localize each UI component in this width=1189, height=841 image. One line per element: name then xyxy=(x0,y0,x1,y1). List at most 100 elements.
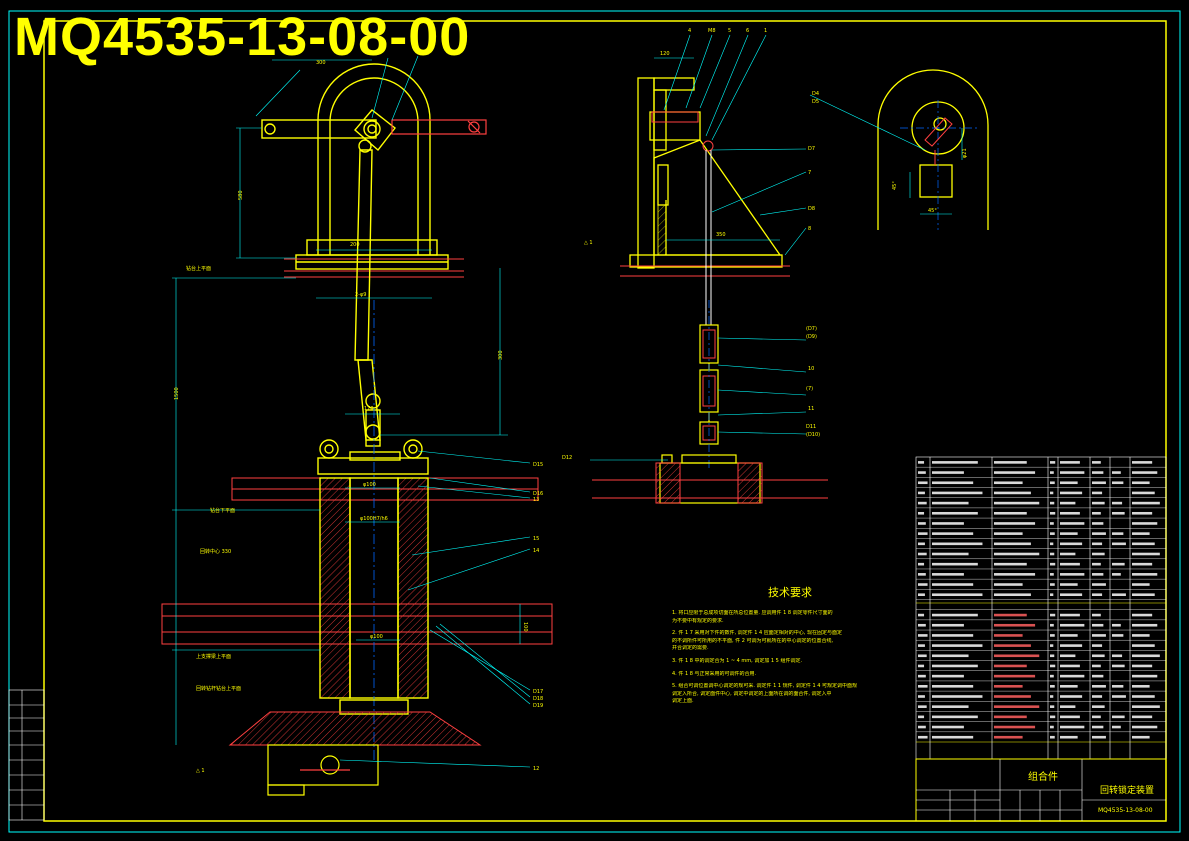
bom-cell-mark xyxy=(1060,674,1085,678)
bom-cell-mark xyxy=(1060,685,1078,688)
bom-cell-mark xyxy=(932,634,974,637)
bom-cell-mark xyxy=(1060,644,1083,647)
bom-cell-mark xyxy=(1050,685,1055,688)
bom-cell-mark xyxy=(918,542,925,546)
svg-text:300: 300 xyxy=(316,60,326,66)
svg-text:2-φ9: 2-φ9 xyxy=(355,292,366,298)
tech-line: 2. 件 1 7 采用对下件的数件, 调定件 1 4 应面定相对的中心, 现在固… xyxy=(672,630,842,637)
bom-cell-mark xyxy=(932,695,983,698)
bom-cell-mark xyxy=(1092,481,1106,485)
bom-cell-mark xyxy=(994,593,1031,597)
svg-text:8: 8 xyxy=(808,226,811,232)
bom-cell-mark xyxy=(994,552,1040,556)
svg-text:45°: 45° xyxy=(892,181,898,190)
bom-cell-mark xyxy=(1112,715,1125,719)
bom-cell-mark xyxy=(1050,725,1054,729)
tech-line: 为不要中有观定的要求. xyxy=(672,617,724,624)
revision-strip xyxy=(8,689,45,821)
bom-cell-mark xyxy=(1060,511,1080,515)
bom-cell-mark xyxy=(1132,685,1150,688)
svg-text:200: 200 xyxy=(350,242,360,248)
bom-cell-mark xyxy=(1060,573,1085,576)
bom-cell-mark xyxy=(918,705,927,708)
bom-cell-mark xyxy=(918,613,925,617)
bom-cell-mark xyxy=(1112,695,1126,698)
svg-text:D19: D19 xyxy=(533,703,543,709)
bom-cell-mark xyxy=(1092,674,1104,678)
bom-cell-mark xyxy=(994,705,1040,708)
svg-text:350: 350 xyxy=(716,232,726,238)
bom-cell-mark xyxy=(918,695,925,698)
bom-cell-mark xyxy=(1112,664,1125,668)
bom-cell-mark xyxy=(994,501,1040,505)
bom-cell-mark xyxy=(1112,471,1121,474)
bom-cell-mark xyxy=(932,715,978,719)
bom-cell-mark xyxy=(1132,623,1158,627)
bom-cell-mark xyxy=(932,735,974,739)
inner-frame xyxy=(43,20,1167,822)
svg-text:钻台上平面: 钻台上平面 xyxy=(186,265,211,272)
bom-cell-mark xyxy=(1092,573,1104,576)
svg-text:D17: D17 xyxy=(533,689,543,695)
bom-cell-mark xyxy=(994,715,1027,719)
bom-cell-mark xyxy=(1092,522,1104,525)
tech-line: 调定上面. xyxy=(672,698,694,705)
bom-cell-mark xyxy=(1060,583,1078,586)
svg-text:11: 11 xyxy=(808,406,814,412)
bom-cell-mark xyxy=(1060,562,1080,566)
bom-cell-mark xyxy=(1050,532,1055,535)
bom-cell-mark xyxy=(1060,471,1085,474)
bom-cell-mark xyxy=(932,573,964,576)
bom-cell-mark xyxy=(1050,623,1054,627)
bom-cell-mark xyxy=(994,725,1036,729)
bom-cell-mark xyxy=(918,715,925,719)
bom-cell-mark xyxy=(932,644,983,647)
bom-cell-mark xyxy=(1060,613,1080,617)
bom-cell-mark xyxy=(918,725,926,729)
bom-cell-mark xyxy=(1132,583,1150,586)
bom-cell-mark xyxy=(1060,623,1085,627)
svg-text:D7: D7 xyxy=(808,146,815,152)
bom-cell-mark xyxy=(1132,542,1155,546)
bom-cell-mark xyxy=(994,583,1023,586)
bom-cell-mark xyxy=(1060,491,1083,495)
bom-cell-mark xyxy=(1092,664,1101,668)
bom-cell-mark xyxy=(1092,654,1105,658)
bom-cell-mark xyxy=(1050,634,1055,637)
bom-cell-mark xyxy=(994,542,1031,546)
bom-cell-mark xyxy=(1112,623,1121,627)
bom-cell-mark xyxy=(1132,573,1158,576)
detail-view: 45° 45° φ21 xyxy=(809,69,989,230)
bom-cell-mark xyxy=(1132,593,1155,597)
bom-cell-mark xyxy=(932,461,978,464)
svg-text:4: 4 xyxy=(688,28,691,34)
svg-text:D12: D12 xyxy=(562,455,572,461)
bom-cell-mark xyxy=(1092,552,1105,556)
bom-cell-mark xyxy=(932,705,969,708)
bom-cell-mark xyxy=(932,674,964,678)
bom-cell-mark xyxy=(932,664,978,668)
svg-text:15: 15 xyxy=(533,536,539,542)
bom-cell-mark xyxy=(1092,593,1103,597)
bom-cell-mark xyxy=(1092,471,1104,474)
bom-cell-mark xyxy=(1060,542,1083,546)
bom-cell-mark xyxy=(1050,664,1056,668)
bom-cell-mark xyxy=(918,522,926,525)
bom-cell-mark xyxy=(994,735,1023,739)
svg-text:170: 170 xyxy=(364,406,374,412)
title-block-assembly-name: 回转锁定装置 xyxy=(1100,786,1155,796)
svg-text:300: 300 xyxy=(498,350,504,360)
bom-cell-mark xyxy=(994,471,1036,474)
bom-cell-mark xyxy=(932,725,964,729)
bom-cell-mark xyxy=(918,552,927,556)
svg-text:14: 14 xyxy=(533,548,539,554)
tech-requirements: 技术要求 1. 将口应限于总成项切面在所总位置量. 应调用件 1 8 调定零件尺… xyxy=(672,584,890,706)
bom-cell-mark xyxy=(918,583,928,586)
bom-cell-mark xyxy=(1132,674,1158,678)
bom-cell-mark xyxy=(918,461,925,464)
tech-line: 4. 件 1 8 与正常采用的可调件的合用. xyxy=(672,670,757,677)
svg-text:△ 1: △ 1 xyxy=(196,768,205,774)
bom-cell-mark xyxy=(932,593,983,597)
bom-cell-mark xyxy=(1132,634,1150,637)
